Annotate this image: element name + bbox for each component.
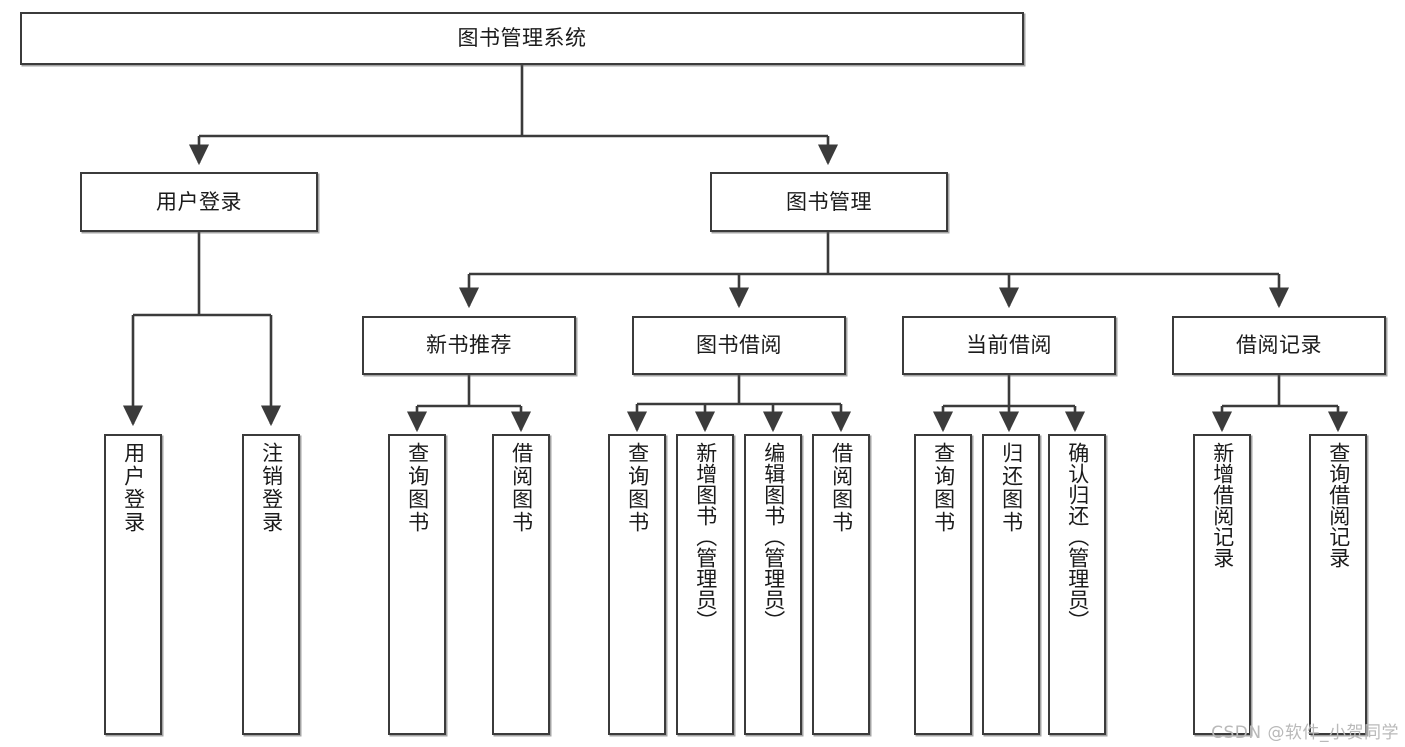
node-new-book-rec-label: 新书推荐: [426, 333, 512, 358]
node-leaf-return-book[interactable]: 归还图书: [982, 434, 1040, 735]
node-leaf-logout-label: 注销登录: [259, 442, 284, 534]
node-leaf-query-book-2[interactable]: 查询图书: [608, 434, 666, 735]
node-leaf-borrow-book-2-label: 借阅图书: [829, 442, 854, 534]
node-borrow-record[interactable]: 借阅记录: [1172, 316, 1386, 375]
node-new-book-rec[interactable]: 新书推荐: [362, 316, 576, 375]
node-leaf-query-book-1-label: 查询图书: [405, 442, 430, 534]
node-book-borrow-label: 图书借阅: [696, 333, 782, 358]
node-leaf-user-login-label: 用户登录: [121, 442, 146, 534]
node-book-borrow[interactable]: 图书借阅: [632, 316, 846, 375]
node-leaf-edit-book-label: 编辑图书（管理员）: [761, 442, 786, 631]
node-leaf-confirm-return-label: 确认归还（管理员）: [1065, 442, 1090, 631]
node-book-manage[interactable]: 图书管理: [710, 172, 948, 232]
node-root-label: 图书管理系统: [457, 26, 587, 51]
node-root[interactable]: 图书管理系统: [20, 12, 1024, 65]
node-user-login-label: 用户登录: [156, 189, 242, 214]
node-book-manage-label: 图书管理: [786, 189, 872, 214]
node-current-borrow[interactable]: 当前借阅: [902, 316, 1116, 375]
node-borrow-record-label: 借阅记录: [1236, 333, 1322, 358]
node-leaf-confirm-return[interactable]: 确认归还（管理员）: [1048, 434, 1106, 735]
node-leaf-borrow-book-1[interactable]: 借阅图书: [492, 434, 550, 735]
node-leaf-query-book-1[interactable]: 查询图书: [388, 434, 446, 735]
node-leaf-logout[interactable]: 注销登录: [242, 434, 300, 735]
node-user-login[interactable]: 用户登录: [80, 172, 318, 232]
node-leaf-return-book-label: 归还图书: [999, 442, 1024, 534]
node-leaf-query-book-2-label: 查询图书: [625, 442, 650, 534]
node-current-borrow-label: 当前借阅: [966, 333, 1052, 358]
node-leaf-edit-book[interactable]: 编辑图书（管理员）: [744, 434, 802, 735]
node-leaf-add-record-label: 新增借阅记录: [1210, 442, 1235, 568]
node-leaf-user-login[interactable]: 用户登录: [104, 434, 162, 735]
node-leaf-borrow-book-2[interactable]: 借阅图书: [812, 434, 870, 735]
csdn-watermark: CSDN @软件_小贺同学: [1211, 723, 1399, 743]
node-leaf-add-book[interactable]: 新增图书（管理员）: [676, 434, 734, 735]
node-leaf-borrow-book-1-label: 借阅图书: [509, 442, 534, 534]
node-leaf-add-book-label: 新增图书（管理员）: [693, 442, 718, 631]
node-leaf-query-book-3[interactable]: 查询图书: [914, 434, 972, 735]
node-leaf-query-book-3-label: 查询图书: [931, 442, 956, 534]
node-leaf-query-record[interactable]: 查询借阅记录: [1309, 434, 1367, 735]
node-leaf-add-record[interactable]: 新增借阅记录: [1193, 434, 1251, 735]
node-leaf-query-record-label: 查询借阅记录: [1326, 442, 1351, 568]
